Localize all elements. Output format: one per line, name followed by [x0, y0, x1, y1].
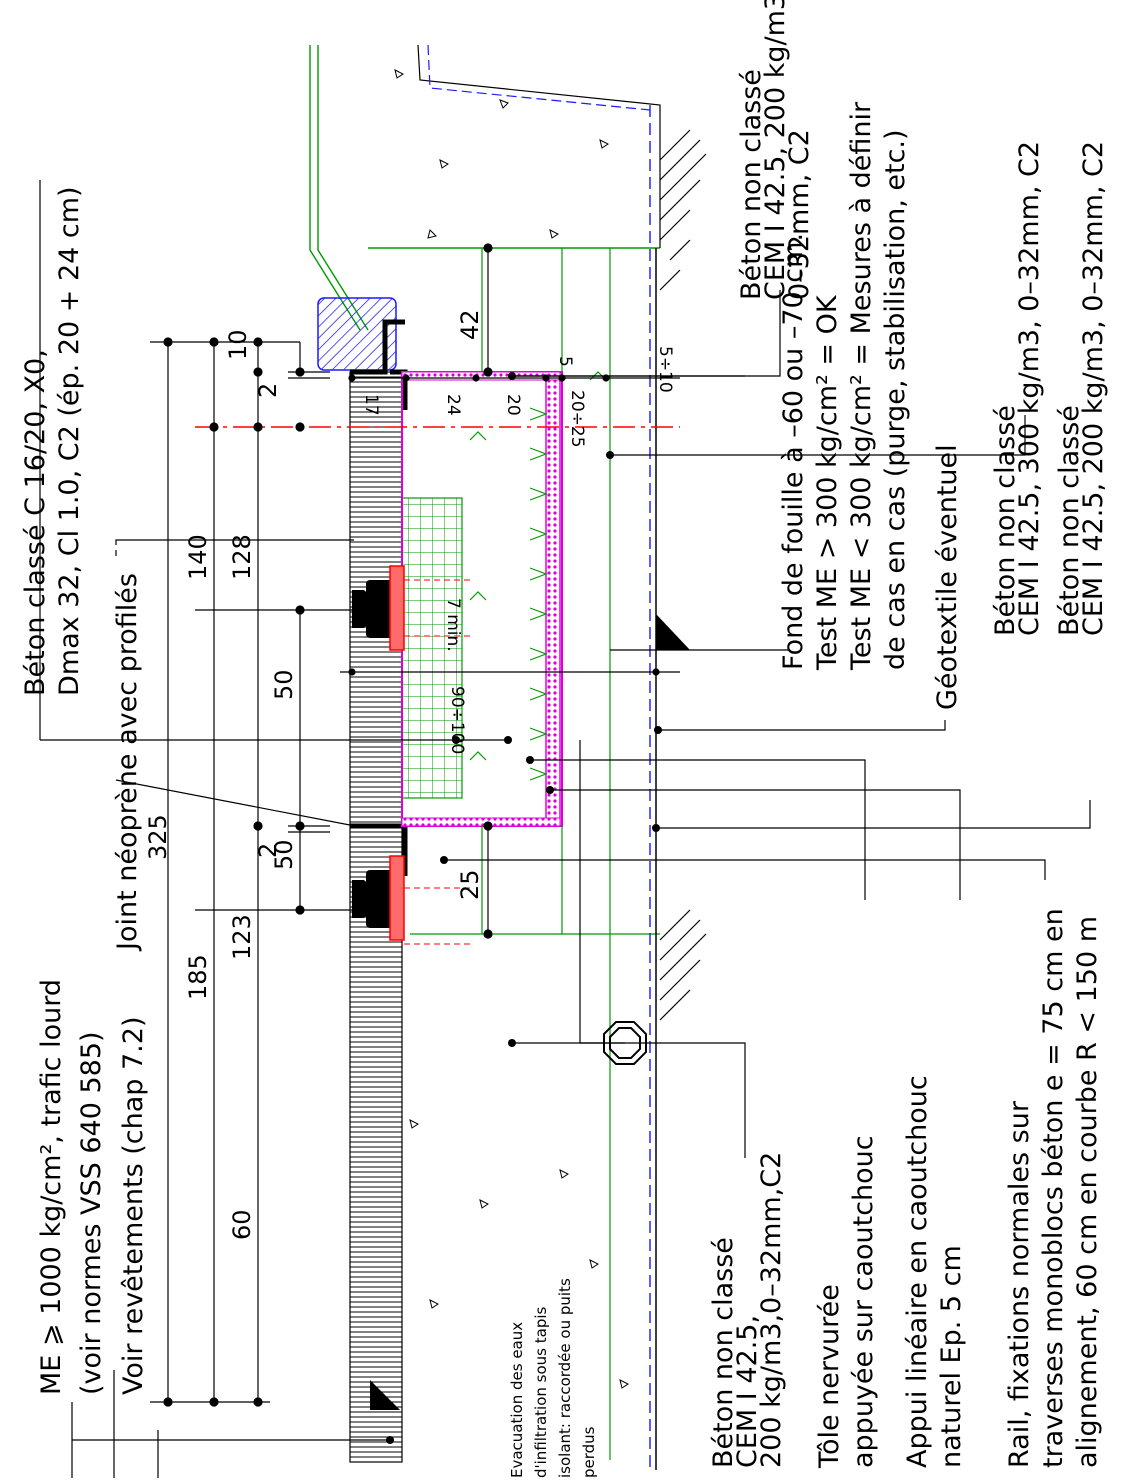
label-evac-2: d'infiltration sous tapis: [532, 1306, 550, 1478]
label-geotextile: Géotextile éventuel: [932, 444, 963, 710]
dimension-text-flipped: 17 24 20 5 20÷25 5÷10 90÷100 7 min.: [361, 346, 675, 754]
dim-10: 10: [224, 329, 252, 360]
dim-24: 24: [443, 394, 463, 416]
dim-42: 42: [456, 309, 484, 340]
concrete-slab-top: [309, 45, 660, 331]
annotation-text: Béton classé C 16/20, X0, Dmax 32, Cl 1.…: [20, 0, 1109, 1469]
label-tole-2: appuyée sur caoutchouc: [848, 1135, 879, 1468]
label-beton-top-2: CEM I 42.5, 200 kg/m3,: [760, 0, 791, 300]
label-me-1: ME ⩾ 1000 kg/cm², trafic lourd: [36, 979, 67, 1395]
label-evac-4: perdus: [580, 1426, 598, 1478]
dim-140: 140: [184, 534, 212, 580]
dim-5-10: 5÷10: [655, 346, 675, 393]
label-fond-2: Test ME > 300 kg/cm² = OK: [812, 294, 843, 671]
label-beton-classe-1: Béton classé C 16/20, X0,: [20, 349, 51, 696]
label-beton200-2: CEM I 42.5, 200 kg/m3, 0–32mm, C2: [1078, 141, 1109, 636]
label-beton-top-3: 0–32mm, C2: [784, 129, 815, 300]
dim-185: 185: [184, 954, 212, 1000]
dim-60: 60: [228, 1209, 256, 1240]
label-beton-bot-1: Béton non classé: [708, 1237, 739, 1468]
hatched-soil-icon: [659, 129, 707, 1021]
dimension-text: 140 128 185 123 60 325 50 50 10 2 2 42 2…: [144, 309, 484, 1240]
triangle-level-icon-left: [370, 1380, 400, 1410]
label-rail-1: Rail, fixations normales sur: [1004, 1100, 1035, 1468]
dim-50a: 50: [270, 669, 298, 700]
label-beton300-1: Béton non classé: [990, 405, 1021, 636]
label-tole-1: Tôle nervurée: [814, 1284, 845, 1469]
rail-embedding-grid: [401, 497, 463, 799]
dim-5: 5: [555, 356, 575, 367]
dim-128: 128: [228, 534, 256, 580]
dim-2b: 2: [254, 843, 282, 858]
label-fond-1: Fond de fouille à –60 ou –70 cm.: [778, 233, 809, 670]
dim-123: 123: [228, 914, 256, 960]
label-fond-3: Test ME < 300 kg/cm² = Mesures à définir: [846, 101, 877, 671]
dim-20-25: 20÷25: [567, 390, 587, 448]
main-slab: [401, 248, 660, 1460]
dim-90-100: 90÷100: [447, 686, 467, 754]
dim-17: 17: [361, 394, 381, 416]
label-beton-bot-2: CEM I 42.5,: [732, 1315, 763, 1468]
triangle-level-icon: [656, 614, 690, 650]
label-rail-2: traverses monoblocs béton e = 75 cm en: [1038, 908, 1069, 1468]
dim-20: 20: [503, 394, 523, 416]
dim-50b: 50: [270, 839, 298, 870]
label-joint: Joint néoprène avec profilés: [112, 573, 143, 952]
label-revetements: Voir revêtements (chap 7.2): [118, 1017, 149, 1395]
octagon-pipe-icon: [603, 1021, 647, 1065]
label-beton-classe-2: Dmax 32, Cl 1.0, C2 (ép. 20 + 24 cm): [54, 186, 85, 696]
label-me-2: (voir normes VSS 640 585): [76, 1031, 107, 1395]
label-beton300-2: CEM I 42.5, 300 kg/m3, 0–32mm, C2: [1014, 141, 1045, 636]
leader-dots: [386, 372, 662, 1444]
dim-2a: 2: [254, 383, 282, 398]
label-beton-bot-3: 200 kg/m3,0–32mm,C2: [756, 1152, 787, 1468]
dim-325: 325: [144, 814, 172, 860]
concrete-block-top: [394, 44, 661, 248]
label-appui-2: naturel Ep. 5 cm: [936, 1245, 967, 1468]
label-beton200-1: Béton non classé: [1054, 405, 1085, 636]
label-evac-3: isolant: raccordée ou puits: [556, 1278, 574, 1478]
rail-right: [352, 855, 470, 945]
rail-left: [352, 565, 470, 651]
label-appui-1: Appui linéaire en caoutchouc: [902, 1075, 933, 1468]
dim-7min: 7 min.: [443, 598, 463, 652]
label-evac-1: Evacuation des eaux: [508, 1322, 526, 1478]
label-fond-4: de cas en cas (purge, stabilisation, etc…: [880, 129, 911, 670]
dim-25: 25: [456, 869, 484, 900]
dimension-lines: [150, 243, 680, 1407]
evacuation-text: Evacuation des eaux d'infiltration sous …: [508, 1278, 598, 1478]
label-rail-3: alignement, 60 cm en courbe R < 150 m: [1072, 916, 1103, 1468]
label-beton-top-1: Béton non classé: [736, 69, 767, 300]
concrete-block-bottom: [409, 1119, 629, 1389]
